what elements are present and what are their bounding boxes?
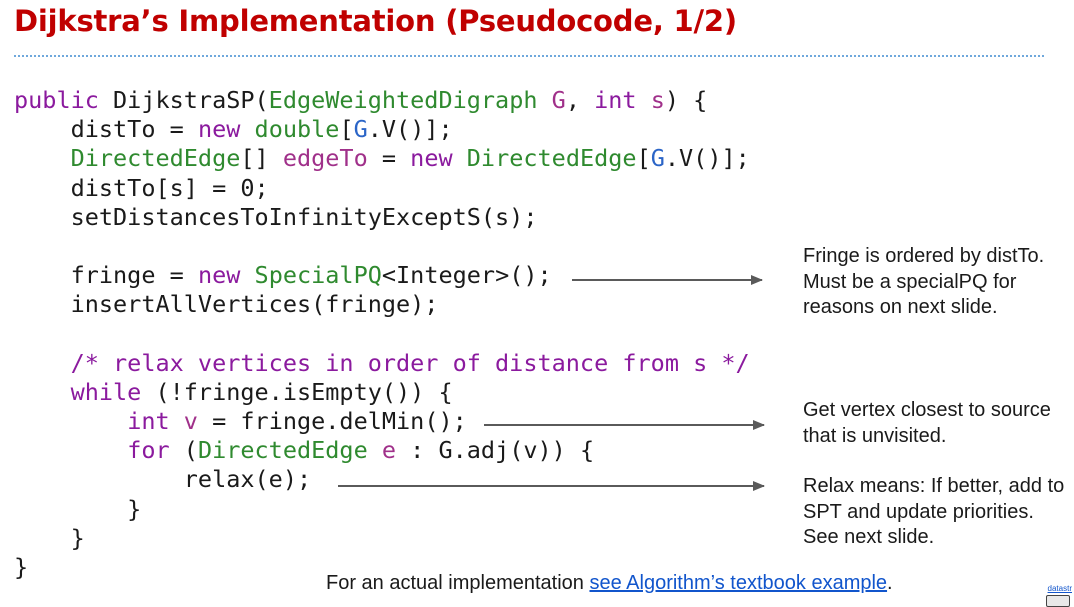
code-token: while: [70, 377, 142, 406]
code-line-for: for (DirectedEdge e : G.adj(v)) {: [14, 436, 750, 465]
code-token: DijkstraSP(: [98, 86, 269, 114]
code-token: /* relax vertices in order of distance f…: [14, 348, 750, 377]
code-token: s: [650, 86, 665, 114]
code-block: public DijkstraSP(EdgeWeightedDigraph G,…: [14, 86, 750, 582]
code-line-constructor: public DijkstraSP(EdgeWeightedDigraph G,…: [14, 86, 750, 115]
code-token: [637, 86, 651, 114]
code-line-while: while (!fringe.isEmpty()) {: [14, 378, 750, 407]
code-line-fringe-init: fringe = new SpecialPQ<Integer>();: [14, 261, 750, 290]
note-relax: Relax means: If better, add to SPT and u…: [803, 475, 1065, 548]
code-token: }: [14, 553, 29, 581]
code-token: distTo =: [14, 115, 198, 144]
note-delmin: Get vertex closest to source that is unv…: [803, 399, 1051, 447]
code-token: new: [410, 144, 453, 173]
code-line-close-for: }: [14, 495, 750, 524]
code-token: e: [381, 436, 397, 465]
note-fringe: Fringe is ordered by distTo. Must be a s…: [803, 245, 1045, 318]
code-token: [14, 378, 71, 406]
code-token: .V()];: [367, 115, 453, 144]
code-token: DirectedEdge: [197, 436, 368, 465]
code-token: G: [353, 115, 368, 144]
code-token: [: [339, 115, 354, 144]
code-token: relax(e);: [14, 465, 312, 494]
code-line-relax: relax(e);: [14, 465, 750, 494]
code-line-delmin: int v = fringe.delMin();: [14, 407, 750, 436]
code-token: SpecialPQ: [254, 261, 382, 290]
code-line-insert-all: insertAllVertices(fringe);: [14, 290, 750, 319]
code-line-comment: /* relax vertices in order of distance f…: [14, 349, 750, 378]
code-token: int: [594, 86, 637, 114]
code-line-close-method: }: [14, 553, 750, 582]
code-token: public: [14, 86, 99, 114]
code-token: setDistancesToInfinityExceptS(s);: [14, 202, 538, 231]
code-token: EdgeWeightedDigraph: [268, 86, 538, 114]
slide-title: Dijkstra’s Implementation (Pseudocode, 1…: [14, 4, 737, 38]
code-token: ) {: [664, 86, 708, 114]
title-divider: [14, 55, 1044, 57]
code-line-close-while: }: [14, 524, 750, 553]
code-token: DirectedEdge: [466, 144, 637, 173]
code-token: v: [183, 407, 198, 436]
code-token: : G.adj(v)) {: [396, 436, 595, 465]
code-token: double: [254, 115, 340, 144]
code-token: edgeTo: [282, 144, 368, 173]
code-token: }: [14, 494, 142, 523]
code-token: [14, 407, 127, 435]
code-token: [240, 261, 254, 289]
code-token: = fringe.delMin();: [197, 407, 467, 436]
code-token: (: [169, 436, 198, 465]
code-token: insertAllVertices(fringe);: [14, 290, 439, 319]
code-line-distto-init: distTo = new double[G.V()];: [14, 115, 750, 144]
code-token: [240, 115, 254, 143]
code-token: new: [197, 261, 241, 290]
code-token: distTo[s] = 0;: [14, 173, 269, 202]
code-line-distto-source: distTo[s] = 0;: [14, 174, 750, 203]
code-line-blank: [14, 232, 750, 261]
code-token: for: [127, 436, 170, 465]
code-token: [368, 436, 382, 464]
code-token: G: [650, 144, 665, 173]
code-token: int: [127, 407, 170, 436]
code-line-edgeto-init: DirectedEdge[] edgeTo = new DirectedEdge…: [14, 144, 750, 173]
footer-prefix: For an actual implementation: [326, 572, 590, 594]
code-line-blank: [14, 320, 750, 349]
code-line-set-infinity: setDistancesToInfinityExceptS(s);: [14, 203, 750, 232]
code-token: }: [14, 523, 85, 552]
code-token: [14, 436, 127, 464]
code-token: .V()];: [664, 144, 750, 173]
code-token: G: [551, 86, 566, 114]
textbook-example-link[interactable]: see Algorithm’s textbook example: [589, 572, 888, 594]
code-token: [538, 86, 552, 114]
code-token: [453, 144, 467, 172]
code-token: <Integer>();: [381, 261, 552, 290]
code-token: [170, 407, 184, 435]
footer-note: For an actual implementation see Algorit…: [326, 572, 893, 595]
code-token: DirectedEdge: [14, 144, 241, 173]
code-token: (!fringe.isEmpty()) {: [141, 377, 453, 406]
code-token: ,: [565, 86, 595, 114]
code-token: [: [636, 144, 651, 173]
code-token: =: [367, 144, 411, 173]
corner-link[interactable]: datastr: [1047, 584, 1072, 593]
code-token: new: [197, 115, 241, 144]
license-badge-icon: [1046, 595, 1070, 607]
code-token: []: [240, 144, 283, 173]
code-token: fringe =: [14, 261, 198, 290]
footer-suffix: .: [887, 572, 893, 594]
